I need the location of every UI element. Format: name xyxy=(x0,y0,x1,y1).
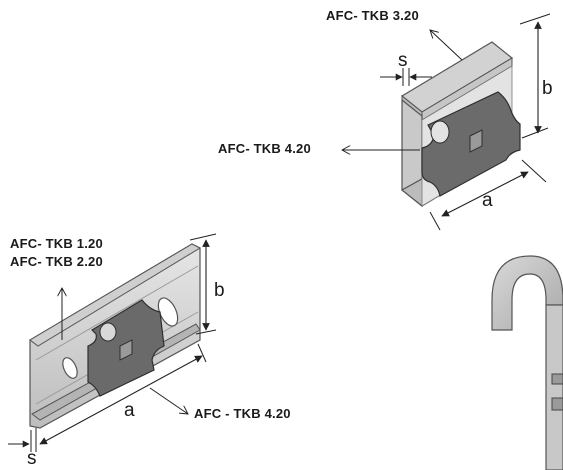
dim-bottom-s: s xyxy=(27,448,37,469)
bottom-dimension-lines xyxy=(8,233,217,452)
dim-bottom-a: a xyxy=(124,400,135,421)
hook-tab-lower xyxy=(551,397,563,411)
dim-top-b: b xyxy=(542,78,553,99)
dim-top-a: a xyxy=(482,190,493,211)
rail-top-lip xyxy=(29,243,202,347)
top-a-dimension xyxy=(441,171,529,217)
dim-bottom-b: b xyxy=(214,280,225,301)
top-clip-assembly xyxy=(400,41,521,208)
label-rail-2: AFC- TKB 2.20 xyxy=(10,254,103,269)
label-top-clip: AFC- TKB 3.20 xyxy=(326,8,419,23)
label-rail-1: AFC- TKB 1.20 xyxy=(10,236,103,251)
label-bottom-plate: AFC - TKB 4.20 xyxy=(194,406,291,421)
top-plate-notch xyxy=(430,120,450,144)
hook-partial xyxy=(491,255,563,470)
top-plate-square-hole xyxy=(469,129,483,153)
bottom-plate-leader xyxy=(149,387,188,414)
top-clip-leader xyxy=(430,30,463,61)
bottom-a-dimension xyxy=(39,355,203,445)
label-top-plate: AFC- TKB 4.20 xyxy=(218,141,311,156)
bottom-plate-square-hole xyxy=(119,339,133,361)
bottom-plate-notch xyxy=(99,322,117,342)
hook-tab-upper xyxy=(551,373,563,385)
hook-bend xyxy=(491,255,563,331)
dim-top-s: s xyxy=(398,50,408,71)
top-dimension-lines xyxy=(342,13,551,231)
hook-shank xyxy=(545,304,563,470)
rail-assembly xyxy=(29,243,202,429)
